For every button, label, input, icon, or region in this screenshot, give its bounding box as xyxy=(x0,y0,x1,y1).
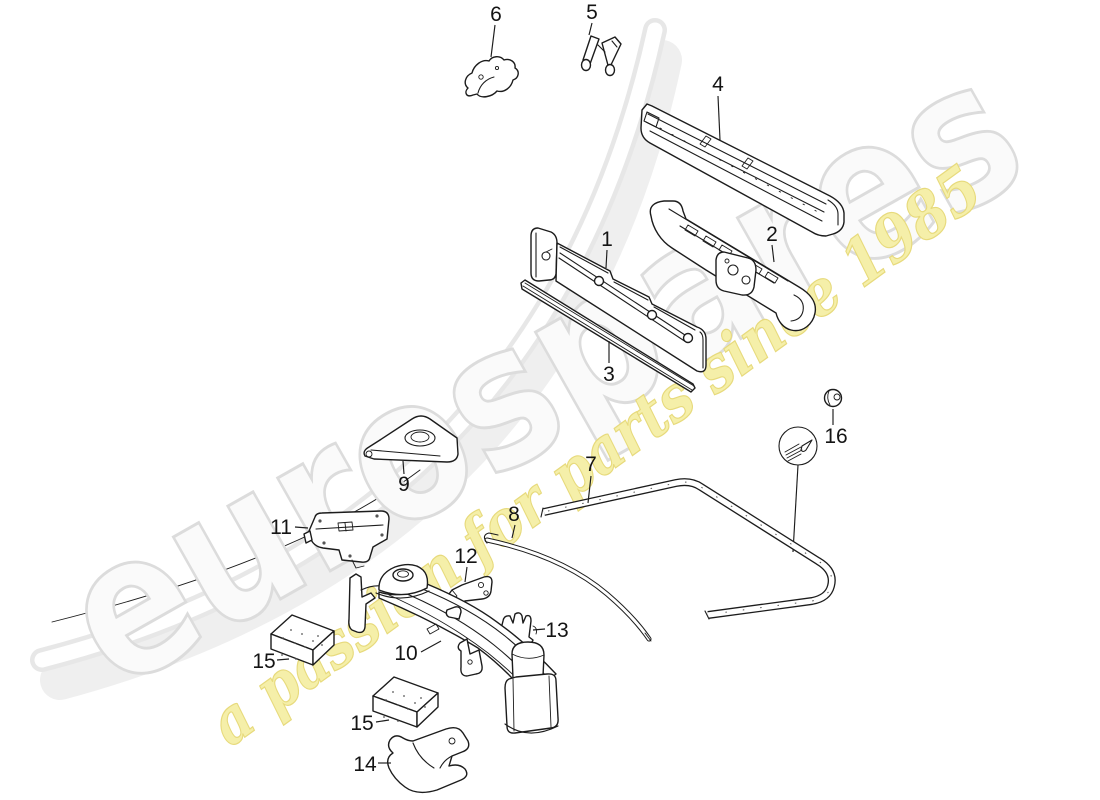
leader-line-10 xyxy=(420,640,442,653)
callout-label-6[interactable]: 6 xyxy=(490,3,502,26)
parts-drawing xyxy=(270,35,845,794)
part-4-drawing xyxy=(640,103,845,237)
callout-label-4[interactable]: 4 xyxy=(712,73,724,96)
detail-circle xyxy=(778,426,818,553)
callout-label-11[interactable]: 11 xyxy=(270,516,292,539)
part-1-drawing xyxy=(530,227,707,373)
watermark-brand-text: eurospares xyxy=(27,15,1057,732)
callout-label-2[interactable]: 2 xyxy=(766,223,778,246)
part-2-drawing xyxy=(649,200,817,332)
leader-line-13 xyxy=(532,628,546,631)
leader-line-2 xyxy=(771,244,775,263)
callout-label-5[interactable]: 5 xyxy=(586,1,598,24)
leader-line-12 xyxy=(464,566,468,583)
leader-line-5 xyxy=(588,22,593,36)
part-7-drawing xyxy=(540,478,836,620)
part-14-drawing xyxy=(386,726,470,794)
leader-line-4 xyxy=(717,95,721,141)
callout-label-15[interactable]: 15 xyxy=(252,650,275,673)
foam-speckles xyxy=(383,691,426,722)
leader-line-11 xyxy=(294,526,309,529)
fastener-icon xyxy=(784,439,813,462)
leader-line-9 xyxy=(402,460,405,475)
callout-label-14[interactable]: 14 xyxy=(353,753,377,776)
leader-line-15 xyxy=(375,719,390,723)
part-8-drawing xyxy=(483,532,652,642)
leader-line-8 xyxy=(511,524,516,539)
part-11-drawing xyxy=(303,510,390,569)
callout-label-8[interactable]: 8 xyxy=(508,503,520,526)
callout-label-10[interactable]: 10 xyxy=(394,642,417,665)
callout-label-3[interactable]: 3 xyxy=(603,363,615,386)
callout-label-9[interactable]: 9 xyxy=(398,473,410,496)
part-15b-drawing xyxy=(372,676,439,728)
part-9-drawing xyxy=(363,415,459,463)
callout-label-13[interactable]: 13 xyxy=(545,619,568,642)
leader-line-1 xyxy=(605,249,608,269)
callout-label-7[interactable]: 7 xyxy=(585,453,597,476)
leader-line-15 xyxy=(276,658,290,661)
foam-speckles xyxy=(281,629,323,660)
leader-line-6 xyxy=(490,24,496,58)
part-6-drawing xyxy=(464,56,519,98)
leader-line-7 xyxy=(587,475,592,504)
callout-label-12[interactable]: 12 xyxy=(454,545,477,568)
part-3-drawing xyxy=(520,279,696,393)
part-5-drawing xyxy=(580,35,622,77)
callout-label-16[interactable]: 16 xyxy=(824,425,847,448)
callout-label-15[interactable]: 15 xyxy=(350,712,373,735)
watermark-brand: eurospares xyxy=(25,13,1058,733)
part-10-drawing xyxy=(348,563,559,734)
callout-label-1[interactable]: 1 xyxy=(601,228,613,251)
part-16-drawing xyxy=(823,388,843,408)
part-15a-drawing xyxy=(270,614,335,666)
